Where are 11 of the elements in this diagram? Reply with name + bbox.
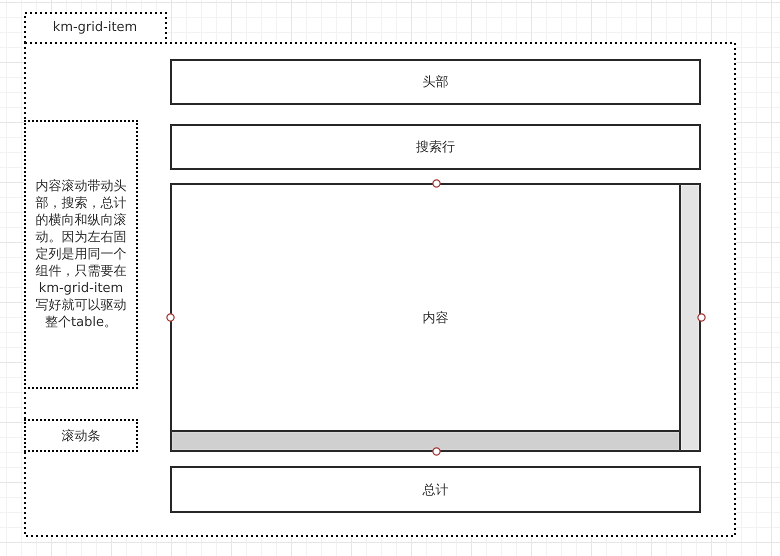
- tab-label: km-grid-item: [52, 20, 138, 35]
- section-box: 头部: [170, 59, 701, 105]
- content-panel: [170, 183, 701, 452]
- panel-label: 内容: [422, 310, 448, 326]
- dotted-container: [24, 12, 736, 537]
- vertical-scrollbar: [679, 185, 699, 450]
- horizontal-scrollbar: [172, 430, 679, 450]
- note-box: 内容滚动带动头部，搜索，总计的横向和纵向滚动。因为左右固定列是用同一个组件，只需要在km-grid-item写好就可以驱动整个table。: [24, 120, 138, 389]
- section-box: 搜索行: [170, 124, 701, 170]
- section-box: 总计: [170, 466, 701, 513]
- dotted-box: 滚动条: [24, 419, 138, 452]
